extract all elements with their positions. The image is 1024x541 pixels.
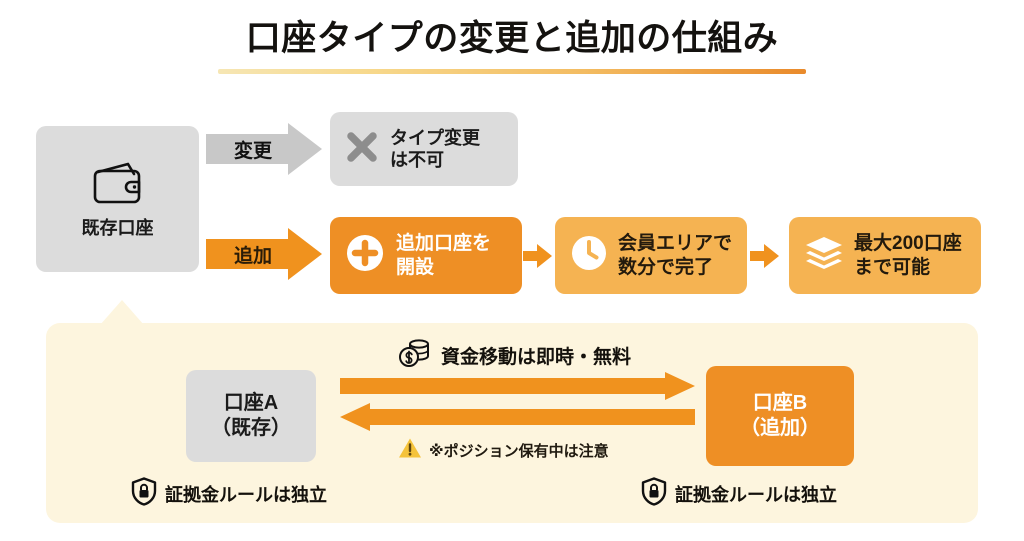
page-title: 口座タイプの変更と追加の仕組み xyxy=(245,19,779,58)
transfer-caption: 資金移動は即時・無料 xyxy=(398,337,631,374)
footnote-margin-rules-left-text: 証拠金ルールは独立 xyxy=(165,485,327,505)
title-underline xyxy=(218,69,806,74)
existing-account-label: 既存口座 xyxy=(81,218,154,239)
existing-account-card: 既存口座 xyxy=(36,126,199,272)
wallet-icon xyxy=(90,158,146,213)
page-title-block: 口座タイプの変更と追加の仕組み xyxy=(0,18,1024,74)
footnote-margin-rules-right-text: 証拠金ルールは独立 xyxy=(675,485,837,505)
position-warning-note: ※ポジション保有中は注意 xyxy=(398,437,609,464)
step-member-area-completion: 会員エリアで 数分で完了 xyxy=(555,217,747,294)
stack-icon xyxy=(803,233,845,278)
change-arrow-label: 変更 xyxy=(233,140,272,162)
position-warning-text: ※ポジション保有中は注意 xyxy=(429,443,609,460)
coins-icon xyxy=(398,337,432,374)
warning-triangle-icon xyxy=(398,437,422,464)
account-a-card: 口座A （既存） xyxy=(186,370,316,462)
shield-lock-icon xyxy=(641,477,667,511)
transfer-arrow-right xyxy=(340,372,695,400)
step-open-additional-account-label: 追加口座を 開設 xyxy=(396,232,492,278)
footnote-margin-rules-left: 証拠金ルールは独立 xyxy=(131,477,327,511)
cross-icon xyxy=(344,129,380,170)
chevron-right-icon-1 xyxy=(523,244,552,268)
step-max-accounts-label: 最大200口座 まで可能 xyxy=(854,232,962,278)
transfer-caption-text: 資金移動は即時・無料 xyxy=(441,347,632,368)
account-a-label: 口座A （既存） xyxy=(211,392,291,439)
step-max-accounts: 最大200口座 まで可能 xyxy=(789,217,981,294)
step-member-area-completion-label: 会員エリアで 数分で完了 xyxy=(618,232,733,278)
chevron-right-icon-2 xyxy=(750,244,779,268)
plus-circle-icon xyxy=(344,232,386,279)
add-arrow: 追加 xyxy=(206,228,322,280)
footnote-margin-rules-right: 証拠金ルールは独立 xyxy=(641,477,837,511)
add-arrow-shape xyxy=(206,228,322,280)
panel-pointer-triangle xyxy=(100,300,144,325)
change-arrow: 変更 xyxy=(206,123,322,175)
account-b-label: 口座B （追加） xyxy=(740,392,820,439)
account-b-card: 口座B （追加） xyxy=(706,366,854,466)
add-arrow-label: 追加 xyxy=(233,245,272,267)
type-change-not-possible-card: タイプ変更 は不可 xyxy=(330,112,518,186)
transfer-arrow-left xyxy=(340,403,695,431)
type-change-not-possible-label: タイプ変更 は不可 xyxy=(390,127,480,171)
step-open-additional-account: 追加口座を 開設 xyxy=(330,217,522,294)
shield-lock-icon xyxy=(131,477,157,511)
clock-icon xyxy=(569,233,609,278)
change-arrow-shape xyxy=(206,123,322,175)
